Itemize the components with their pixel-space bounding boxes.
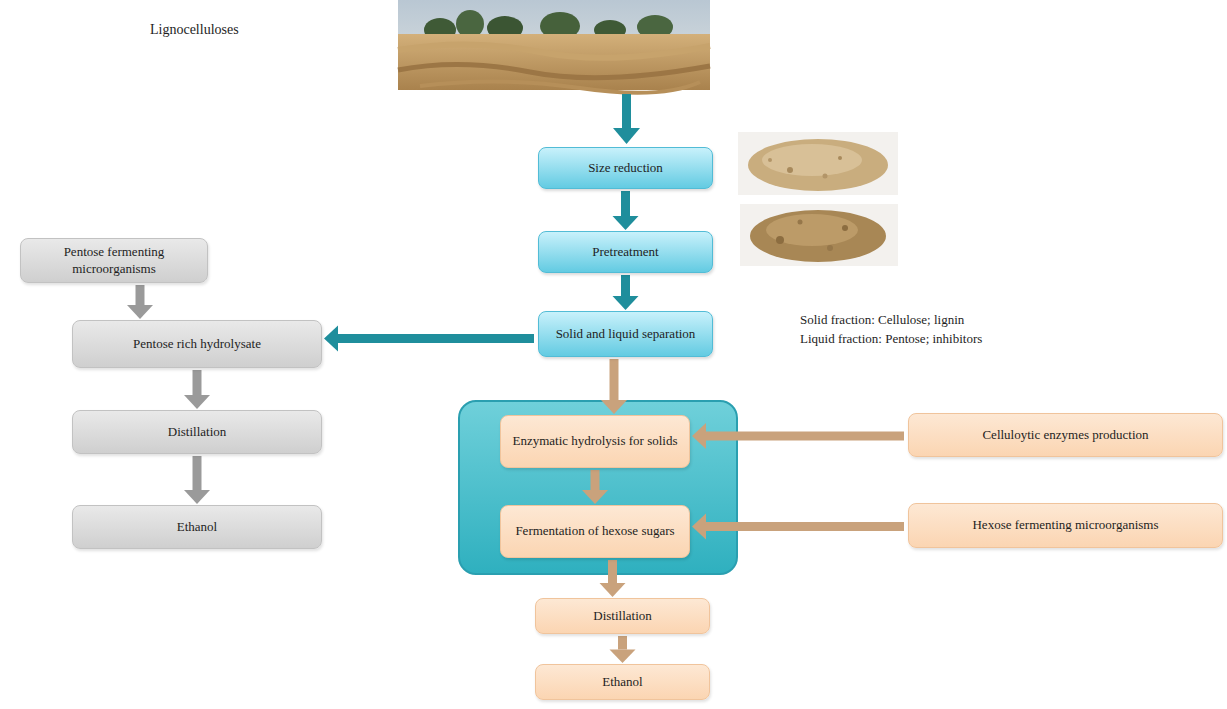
- box-text: Ethanol: [177, 519, 217, 535]
- flow-arrow: [600, 560, 626, 597]
- box-text: Solid and liquid separation: [556, 326, 696, 342]
- pretreated-biomass-photo: [740, 204, 898, 266]
- process-box: Pretreatment: [538, 231, 713, 273]
- box-text: Distillation: [593, 608, 652, 624]
- process-box: Hexose fermenting microorganisms: [908, 503, 1223, 548]
- box-text: Enzymatic hydrolysis for solids: [512, 433, 677, 449]
- process-box: Distillation: [72, 410, 322, 454]
- process-box: Pentose fermenting microorganisms: [20, 238, 208, 283]
- flow-arrow: [324, 326, 534, 352]
- flow-arrow: [601, 359, 627, 414]
- arrow-from-photo: [613, 94, 640, 144]
- flow-arrow: [692, 423, 904, 449]
- flow-arrow: [127, 285, 153, 319]
- process-box: Fermentation of hexose sugars: [500, 505, 690, 558]
- process-box: Size reduction: [538, 147, 713, 189]
- flow-arrow: [184, 370, 210, 409]
- process-box: Ethanol: [535, 664, 710, 700]
- process-box: Celluloytic enzymes production: [908, 413, 1223, 457]
- box-text: Celluloytic enzymes production: [982, 427, 1148, 443]
- note-text: Solid fraction: Cellulose; lignin: [800, 312, 964, 328]
- process-box: Pentose rich hydrolysate: [72, 320, 322, 368]
- flow-arrow: [613, 275, 639, 310]
- process-box: Enzymatic hydrolysis for solids: [500, 415, 690, 468]
- process-box: Solid and liquid separation: [538, 311, 713, 357]
- box-text: Pentose fermenting microorganisms: [31, 244, 197, 277]
- box-text: Ethanol: [602, 674, 642, 690]
- box-text: Fermentation of hexose sugars: [515, 523, 674, 539]
- field-photo: [398, 0, 710, 93]
- box-text: Size reduction: [588, 160, 663, 176]
- box-text: Pretreatment: [592, 244, 658, 260]
- box-text: Pentose rich hydrolysate: [133, 336, 261, 352]
- note-text: Liquid fraction: Pentose; inhibitors: [800, 331, 982, 347]
- process-box: Ethanol: [72, 505, 322, 549]
- flow-arrow: [184, 456, 210, 504]
- flow-arrow: [613, 191, 639, 230]
- note-text: Lignocelluloses: [150, 22, 239, 38]
- flow-arrow: [692, 514, 904, 540]
- flow-arrow: [582, 470, 608, 504]
- box-text: Hexose fermenting microorganisms: [972, 517, 1158, 533]
- flow-arrow: [610, 636, 636, 663]
- process-box: Distillation: [535, 598, 710, 634]
- sawdust-photo: [738, 132, 898, 195]
- box-text: Distillation: [168, 424, 227, 440]
